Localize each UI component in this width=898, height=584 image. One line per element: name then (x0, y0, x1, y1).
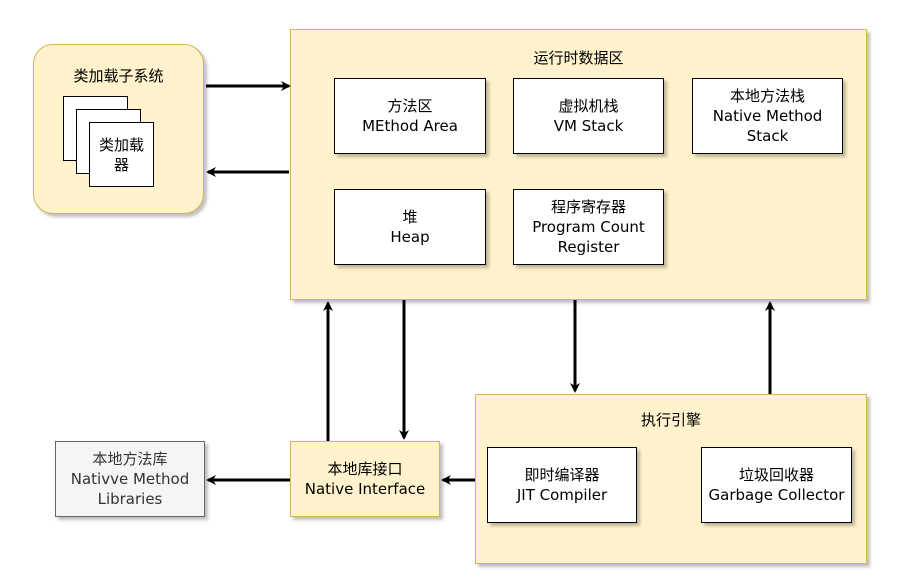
native-libraries-en-2: Libraries (97, 490, 163, 508)
heap-en: Heap (390, 228, 430, 246)
garbage-collector-en: Garbage Collector (708, 486, 845, 504)
program-counter-en-2: Register (557, 238, 620, 256)
method-area-box: 方法区 MEthod Area (334, 78, 486, 154)
class-loader-label-1: 类加载 (98, 135, 144, 154)
runtime-data-area-title: 运行时数据区 (533, 49, 624, 67)
native-method-stack-cn: 本地方法栈 (729, 87, 805, 105)
native-interface-box: 本地库接口 Native Interface (290, 441, 440, 517)
class-loader-label-2: 器 (113, 155, 129, 174)
heap-cn: 堆 (402, 208, 418, 226)
native-interface-cn: 本地库接口 (327, 460, 403, 478)
garbage-collector-cn: 垃圾回收器 (738, 466, 814, 484)
class-loader-subsystem-title: 类加载子系统 (73, 67, 164, 85)
class-loader-card: 类加载 器 (89, 122, 154, 187)
method-area-cn: 方法区 (387, 97, 433, 115)
vm-stack-cn: 虚拟机栈 (558, 97, 619, 115)
vm-stack-box: 虚拟机栈 VM Stack (513, 78, 664, 154)
heap-box: 堆 Heap (334, 189, 486, 265)
execution-engine-title: 执行引擎 (640, 411, 701, 429)
native-libraries-cn: 本地方法库 (92, 450, 168, 468)
jit-compiler-box: 即时编译器 JIT Compiler (487, 447, 637, 523)
native-method-stack-en-2: Stack (746, 127, 789, 145)
program-counter-cn: 程序寄存器 (550, 198, 626, 216)
native-libraries-en-1: Nativve Method (70, 470, 190, 488)
native-method-libraries-box: 本地方法库 Nativve Method Libraries (55, 441, 205, 517)
native-interface-en: Native Interface (304, 480, 426, 498)
method-area-en: MEthod Area (362, 117, 458, 135)
native-method-stack-en-1: Native Method (712, 107, 823, 125)
vm-stack-en: VM Stack (553, 117, 624, 135)
native-method-stack-box: 本地方法栈 Native Method Stack (692, 78, 843, 154)
program-counter-box: 程序寄存器 Program Count Register (513, 189, 664, 265)
class-loader-subsystem: 类加载子系统 类加载 器 (33, 44, 204, 214)
garbage-collector-box: 垃圾回收器 Garbage Collector (701, 447, 852, 523)
jit-compiler-cn: 即时编译器 (524, 466, 600, 484)
jit-compiler-en: JIT Compiler (516, 486, 608, 504)
program-counter-en-1: Program Count (532, 218, 645, 236)
